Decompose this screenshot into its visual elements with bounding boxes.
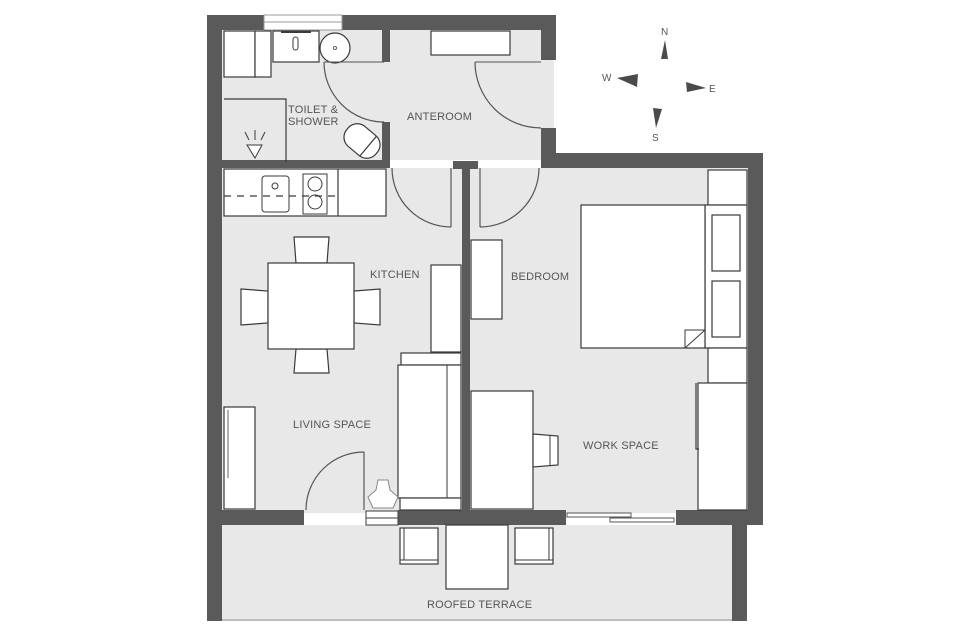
- compass-west-label: W: [602, 73, 612, 84]
- room-label-kitchen: KITCHEN: [370, 269, 420, 281]
- terrace-chair-right: [514, 527, 554, 565]
- room-label-toilet-2: SHOWER: [288, 116, 339, 128]
- chair-bottom: [293, 348, 330, 374]
- washing-machine: [223, 30, 256, 78]
- tall-cabinet: [430, 264, 462, 353]
- terrace-edge: [222, 619, 732, 621]
- room-label-toilet-1: TOILET &: [288, 104, 339, 116]
- sliding-door-left: [566, 512, 632, 518]
- shower-icon: [244, 130, 266, 160]
- wall-toilet-anteroom-upper: [382, 30, 390, 62]
- living-space-fixtures: LIVING SPACE: [223, 406, 399, 526]
- south-arrow-icon: [653, 108, 662, 128]
- room-label-roofed-terrace: ROOFED TERRACE: [427, 599, 532, 611]
- east-arrow-icon: [686, 82, 706, 92]
- shower-tray: [224, 98, 287, 162]
- dresser: [470, 239, 503, 320]
- north-arrow-icon: [661, 40, 668, 59]
- bedroom-door-swing: [479, 167, 540, 228]
- nightstand-bottom: [707, 347, 748, 384]
- compass-north-label: N: [661, 27, 668, 38]
- pillow-2: [711, 280, 741, 338]
- pillow-1: [711, 214, 741, 272]
- terrace-chair-left: [399, 527, 439, 565]
- compass-south-label: S: [652, 133, 659, 144]
- nightstand-top: [707, 169, 748, 206]
- sofa-back: [400, 352, 462, 366]
- kitchen-sink: [261, 175, 290, 213]
- room-label-bedroom: BEDROOM: [511, 271, 569, 283]
- compass-east-label: E: [709, 84, 716, 95]
- wall-living-bottom-left: [222, 510, 304, 525]
- toilet-shower-fixtures: TOILET & SHOWER: [223, 30, 381, 162]
- anteroom-fixtures: ANTEROOM: [323, 30, 542, 129]
- walls: [207, 15, 763, 621]
- terrace-fixtures: ROOFED TERRACE: [399, 524, 554, 611]
- chair-top: [293, 236, 330, 264]
- dining-set: [240, 236, 381, 374]
- compass: N W E S: [602, 27, 716, 144]
- wall-bottom-center: [398, 510, 566, 525]
- bedroom-fixtures: BEDROOM: [470, 169, 748, 511]
- wall-bedroom-top: [541, 153, 763, 168]
- room-label-living-space: LIVING SPACE: [293, 419, 371, 431]
- bathroom-door-swing: [323, 61, 385, 123]
- wall-top-left: [207, 15, 264, 30]
- room-label-work-space: WORK SPACE: [583, 440, 659, 452]
- toilet-bowl: [343, 123, 381, 159]
- entrance-door-swing: [474, 61, 542, 129]
- bathroom-window: [263, 14, 343, 31]
- terrace-table: [445, 524, 509, 590]
- wall-anteroom-right-upper: [541, 15, 556, 60]
- kitchen-door-swing: [391, 167, 452, 228]
- wall-outer-left: [207, 15, 222, 621]
- desk-chair: [532, 433, 559, 468]
- work-space-fixtures: WORK SPACE: [470, 390, 675, 523]
- wall-toilet-anteroom-lower: [382, 122, 390, 162]
- wall-center-divider: [462, 161, 470, 513]
- terrace-door-swing: [305, 451, 365, 511]
- bed: [580, 204, 706, 349]
- wall-toilet-bottom: [222, 160, 390, 168]
- dining-table: [267, 262, 355, 350]
- sliding-door-right: [609, 517, 675, 523]
- kitchen-counter: [223, 168, 387, 217]
- anteroom-bench: [430, 30, 511, 56]
- room-label-anteroom: ANTEROOM: [407, 111, 472, 123]
- wardrobe: [697, 382, 748, 511]
- sofa-arm: [399, 497, 462, 511]
- plant-icon: [367, 479, 399, 509]
- wall-bedroom-bottom-right: [676, 510, 763, 525]
- wall-terrace-right: [732, 510, 747, 621]
- wall-top-right: [342, 15, 556, 30]
- sofa: [397, 364, 462, 499]
- west-arrow-icon: [617, 74, 638, 87]
- tv-cabinet: [223, 406, 256, 510]
- chair-left: [240, 288, 269, 326]
- cabinet: [254, 30, 272, 78]
- desk: [470, 390, 534, 510]
- chair-right: [353, 288, 381, 326]
- floor-anteroom-door-gap: [540, 60, 554, 130]
- center-doors: [391, 167, 540, 228]
- wall-outer-right: [748, 153, 763, 525]
